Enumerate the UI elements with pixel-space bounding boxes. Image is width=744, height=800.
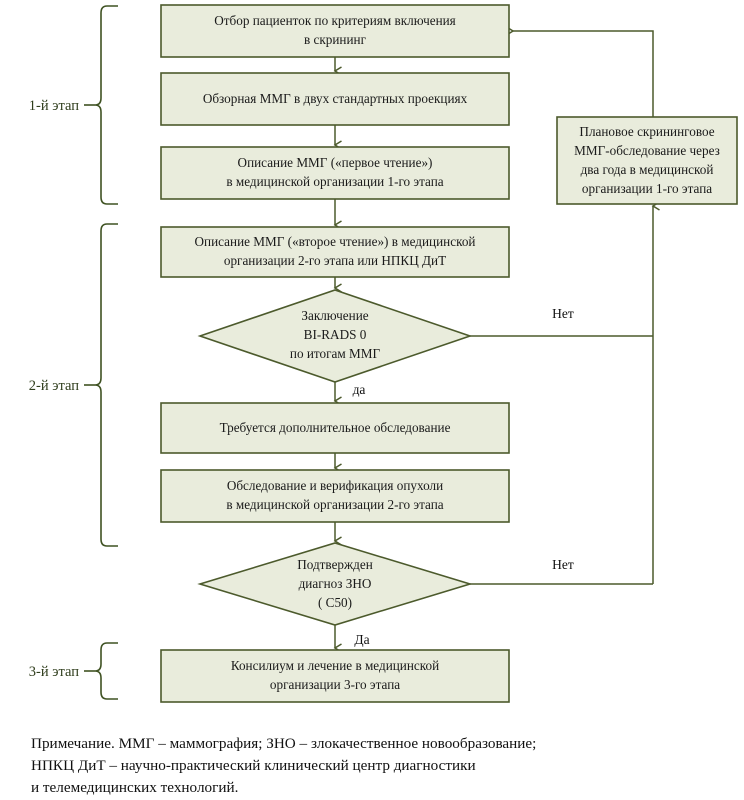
note-block: Примечание. ММГ – маммография; ЗНО – зло… xyxy=(31,735,536,796)
node-consilium-treatment-line-1: Консилиум и лечение в медицинской xyxy=(231,658,439,673)
node-second-reading-line-1: Описание ММГ («второе чтение») в медицин… xyxy=(195,234,476,249)
node-additional-exam-required-line-1: Требуется дополнительное обследование xyxy=(220,420,451,435)
node-selection-line-1: Отбор пациенток по критериям включения xyxy=(214,13,456,28)
node-zno-decision-line-1: Подтвержден xyxy=(297,557,373,572)
node-birads-decision-line-1: Заключение xyxy=(301,308,368,323)
node-consilium-treatment-line-2: организации 3-го этапа xyxy=(270,677,400,692)
node-consilium-treatment-shape[interactable] xyxy=(160,649,510,703)
node-zno-decision-line-2: диагноз ЗНО xyxy=(299,576,372,591)
node-birads-decision-line-3: по итогам ММГ xyxy=(290,346,381,361)
stage-bracket-1: 1-й этап xyxy=(29,5,118,205)
node-mmg-two-projections-line-1: Обзорная ММГ в двух стандартных проекция… xyxy=(203,91,468,106)
note-line-1: Примечание. ММГ – маммография; ЗНО – зло… xyxy=(31,735,536,752)
node-second-reading[interactable]: Описание ММГ («второе чтение») в медицин… xyxy=(160,226,510,278)
node-scheduled-rescreening-line-3: два года в медицинской xyxy=(581,162,714,177)
edge-label-zno-no: Нет xyxy=(552,557,574,572)
stage-bracket-3-path xyxy=(94,642,118,700)
node-birads-decision[interactable]: Заключение BI-RADS 0 по итогам ММГ xyxy=(197,289,473,383)
node-additional-exam-required[interactable]: Требуется дополнительное обследование xyxy=(160,402,510,454)
node-second-reading-shape[interactable] xyxy=(160,226,510,278)
node-scheduled-rescreening-line-2: ММГ-обследование через xyxy=(574,143,720,158)
node-selection[interactable]: Отбор пациенток по критериям включения в… xyxy=(160,4,510,58)
node-exam-verification-shape[interactable] xyxy=(160,469,510,523)
stage-bracket-2-path xyxy=(94,223,118,547)
node-additional-exam-required-shape[interactable] xyxy=(160,402,510,454)
stage-bracket-1-path xyxy=(94,5,118,205)
node-consilium-treatment[interactable]: Консилиум и лечение в медицинской органи… xyxy=(160,649,510,703)
node-mmg-two-projections-shape[interactable] xyxy=(160,72,510,126)
note-line-2: НПКЦ ДиТ – научно-практический клиническ… xyxy=(31,757,476,774)
edge-rescreening-to-selection xyxy=(506,26,654,117)
node-selection-shape[interactable] xyxy=(160,4,510,58)
node-zno-decision-line-3: ( C50) xyxy=(318,595,352,610)
edge-label-zno-yes: Да xyxy=(354,632,369,647)
node-birads-decision-shape[interactable] xyxy=(197,289,473,383)
edge-label-birads-no: Нет xyxy=(552,306,574,321)
node-zno-decision-shape[interactable] xyxy=(197,542,473,626)
stage-label-1: 1-й этап xyxy=(29,98,79,114)
stage-label-3: 3-й этап xyxy=(29,664,79,680)
node-second-reading-line-2: организации 2-го этапа или НПКЦ ДиТ xyxy=(224,253,446,268)
node-scheduled-rescreening-shape[interactable] xyxy=(556,116,738,205)
stage-bracket-2: 2-й этап xyxy=(29,223,118,547)
node-zno-decision[interactable]: Подтвержден диагноз ЗНО ( C50) xyxy=(197,542,473,626)
node-mmg-two-projections[interactable]: Обзорная ММГ в двух стандартных проекция… xyxy=(160,72,510,126)
connector-layer xyxy=(333,26,660,653)
note-line-3: и телемедицинских технологий. xyxy=(31,779,238,796)
stage-bracket-3: 3-й этап xyxy=(29,642,118,700)
node-first-reading[interactable]: Описание ММГ («первое чтение») в медицин… xyxy=(160,146,510,200)
node-scheduled-rescreening-line-4: организации 1-го этапа xyxy=(582,181,712,196)
node-exam-verification[interactable]: Обследование и верификация опухоли в мед… xyxy=(160,469,510,523)
node-first-reading-line-1: Описание ММГ («первое чтение») xyxy=(238,155,433,170)
node-selection-line-2: в скрининг xyxy=(304,32,367,47)
node-scheduled-rescreening-line-1: Плановое скрининговое xyxy=(579,124,714,139)
stage-label-2: 2-й этап xyxy=(29,378,79,394)
node-birads-decision-line-2: BI-RADS 0 xyxy=(304,327,367,342)
node-scheduled-rescreening[interactable]: Плановое скрининговое ММГ-обследование ч… xyxy=(556,116,738,205)
node-first-reading-shape[interactable] xyxy=(160,146,510,200)
node-first-reading-line-2: в медицинской организации 1-го этапа xyxy=(226,174,443,189)
edge-label-birads-yes: да xyxy=(353,382,366,397)
node-exam-verification-line-1: Обследование и верификация опухоли xyxy=(227,478,443,493)
node-exam-verification-line-2: в медицинской организации 2-го этапа xyxy=(226,497,443,512)
